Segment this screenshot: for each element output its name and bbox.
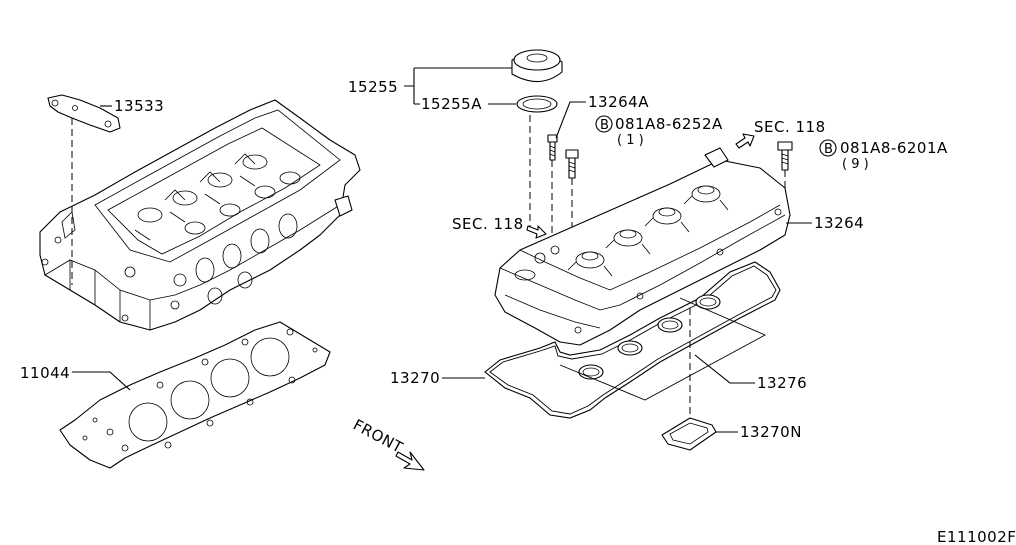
front-label: FRONT [350,416,406,457]
sec118-left: SEC. 118 [452,215,547,239]
bolt-081a8-6252a: B 081A8-6252A ( 1 ) [565,115,723,270]
diagram-code: E111002F [937,528,1016,545]
label-13276: 13276 [757,374,807,392]
bolt2-symbol: B [824,142,833,157]
cylinder-head [39,99,361,331]
head-gasket-11044: 11044 [20,321,331,469]
label-11044: 11044 [20,364,70,382]
label-sec118-right: SEC. 118 [754,118,826,136]
label-13264a: 13264A [588,93,649,111]
label-13264: 13264 [814,214,864,232]
label-15255a: 15255A [421,95,482,113]
label-13270: 13270 [390,369,440,387]
bolt-13264a: 13264A [547,93,649,262]
label-sec118-left: SEC. 118 [452,215,524,233]
label-15255: 15255 [348,78,398,96]
label-13270n: 13270N [740,423,802,441]
rocker-cover-13264: 13264 [494,147,864,346]
label-13533: 13533 [114,97,164,115]
front-arrow: FRONT [350,416,425,471]
oil-filler-cap: 15255 15255A [348,49,563,228]
bolt-081a8-6201a: B 081A8-6201A ( 9 ) [777,139,948,215]
bolt1-symbol: B [600,118,609,133]
sec118-right: SEC. 118 [735,118,826,149]
gasket-13270n: 13270N [661,417,802,451]
plug-seals-13276: 13276 [559,294,807,420]
label-qty-1: ( 1 ) [617,133,644,148]
label-081a8-6252a: 081A8-6252A [615,115,723,133]
bracket-13533: 13533 [47,94,164,285]
rocker-cover-gasket-13270: 13270 [390,261,781,419]
label-qty-9: ( 9 ) [842,157,869,172]
label-081a8-6201a: 081A8-6201A [840,139,948,157]
